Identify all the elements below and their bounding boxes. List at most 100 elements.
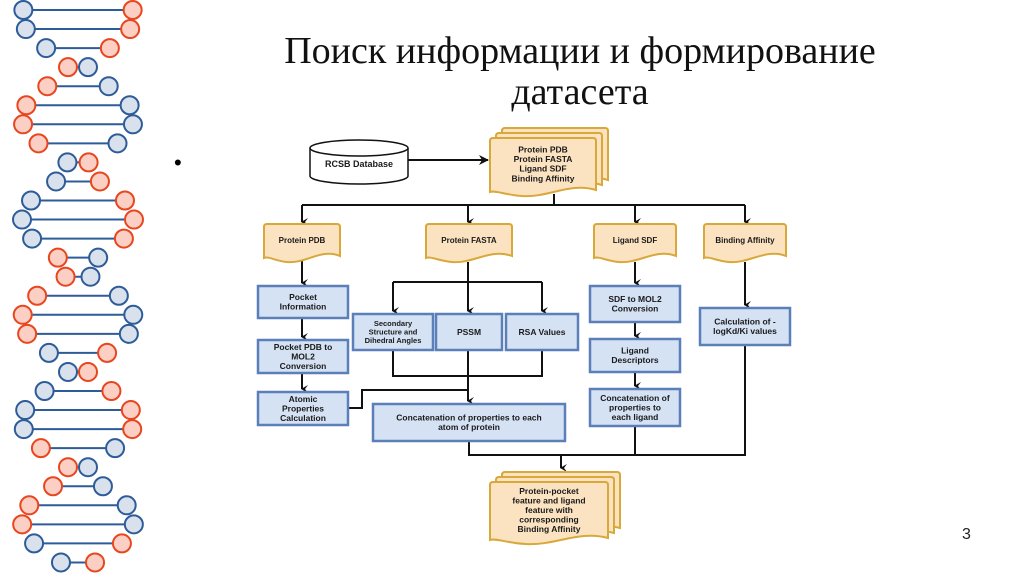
dna-blue-node [122,114,143,135]
dna-blue-node [78,457,98,478]
node-text-line: Ligand SDF [613,236,658,245]
node-text-line: atom of protein [438,422,500,432]
node-text-line: Descriptors [611,355,659,365]
dna-base-pair [24,533,132,554]
dna-blue-node [116,495,137,516]
dna-red-node [58,57,78,78]
dna-base-pair [15,400,141,421]
dna-base-pair [43,476,113,497]
doc-ligand-sdf: Ligand SDF [593,223,677,264]
dna-blue-node [123,514,144,535]
dna-red-node [43,476,64,497]
dna-red-node [113,228,134,249]
dna-blue-node [46,171,67,192]
process-calc-logkd: Calculation of -logKd/Ki values [698,306,792,347]
dna-base-pair [15,19,141,40]
dna-blue-node [13,0,34,20]
dna-blue-node [38,342,59,363]
node-text-line: Dihedral Angles [365,336,422,345]
node-text-line: Protein FASTA [514,154,573,164]
node-text-line: feature and ligand [512,495,585,505]
dna-red-node [47,247,68,268]
process-concat-protein: Concatenation of properties to eachatom … [371,402,567,443]
dna-red-node [120,19,141,40]
node-text-line: feature with [525,505,573,515]
dna-helix-decoration [12,0,144,573]
dna-blue-node [123,304,144,325]
dna-blue-node [88,247,109,268]
database-label: RCSB Database [325,159,393,169]
dna-blue-node [57,152,78,173]
node-text-line: Binding Affinity [518,524,581,534]
dna-base-pair [13,419,143,440]
dna-base-pair [55,266,101,287]
dna-red-node [55,266,76,287]
rcsb-database: RCSB Database [309,139,409,185]
dna-red-node [27,285,48,306]
dna-red-node [78,361,98,382]
node-text-line: Structure and [369,328,418,337]
connectors [301,155,751,472]
slide-title-line-1: Поиск информации и формирование [284,30,876,72]
bullet-point: • [174,150,182,175]
node-text-line: logKd/Ki values [713,326,777,336]
dna-blue-node [34,381,55,401]
dna-blue-node [78,57,98,78]
dna-base-pair [22,228,134,249]
dna-base-pair [36,38,120,59]
node-text-line: Atomic [289,394,318,404]
process-pssm: PSSM [434,312,504,352]
dna-blue-node [80,266,101,287]
node-text-line: Ligand SDF [519,164,566,174]
doc-protein-fasta: Protein FASTA [425,223,513,264]
dna-red-node [85,552,106,573]
node-text-line: corresponding [519,514,579,524]
dna-blue-node [92,476,113,497]
dna-base-pair [12,209,144,230]
dna-red-node [12,304,33,325]
dna-red-node [111,533,132,554]
node-text-line: MOL2 [291,351,315,361]
dna-base-pair [17,323,139,344]
dna-blue-node [36,38,57,59]
dna-red-node [30,438,51,459]
node-text-line: Information [280,302,327,312]
dna-red-node [89,171,110,192]
dna-blue-node [107,133,128,154]
dna-red-node [120,400,141,421]
dna-red-node [17,323,38,344]
dna-red-node [97,342,118,363]
node-text-line: Pocket [289,292,317,302]
dna-base-pair [46,171,110,192]
dna-red-node [13,114,34,135]
node-text-line: Protein PDB [518,145,568,155]
node-text-line: Conversion [280,361,327,371]
dna-blue-node [12,209,33,230]
dna-base-pair [13,114,143,135]
dna-blue-node [15,400,36,421]
dna-base-pair [34,381,122,401]
dna-base-pair [38,342,118,363]
node-text-line: Concatenation of [600,393,670,403]
node-text-line: Properties [282,403,324,413]
page-number: 3 [962,526,971,543]
dna-blue-node [108,285,129,306]
connector-concat-protein-down [468,345,746,456]
dna-red-node [114,190,135,211]
dna-blue-node [22,228,43,249]
node-text-line: Calculation [280,413,326,423]
dna-red-node [122,419,143,440]
node-text-line: Ligand [621,346,649,356]
dna-blue-node [98,76,119,97]
node-text-line: each ligand [612,412,659,422]
node-text-line: Protein FASTA [441,236,497,245]
slide-title-line-2: датасета [511,71,649,113]
doc-protein-pdb: Protein PDB [263,223,341,264]
dna-base-pair [58,457,98,478]
dna-base-pair [37,76,119,97]
